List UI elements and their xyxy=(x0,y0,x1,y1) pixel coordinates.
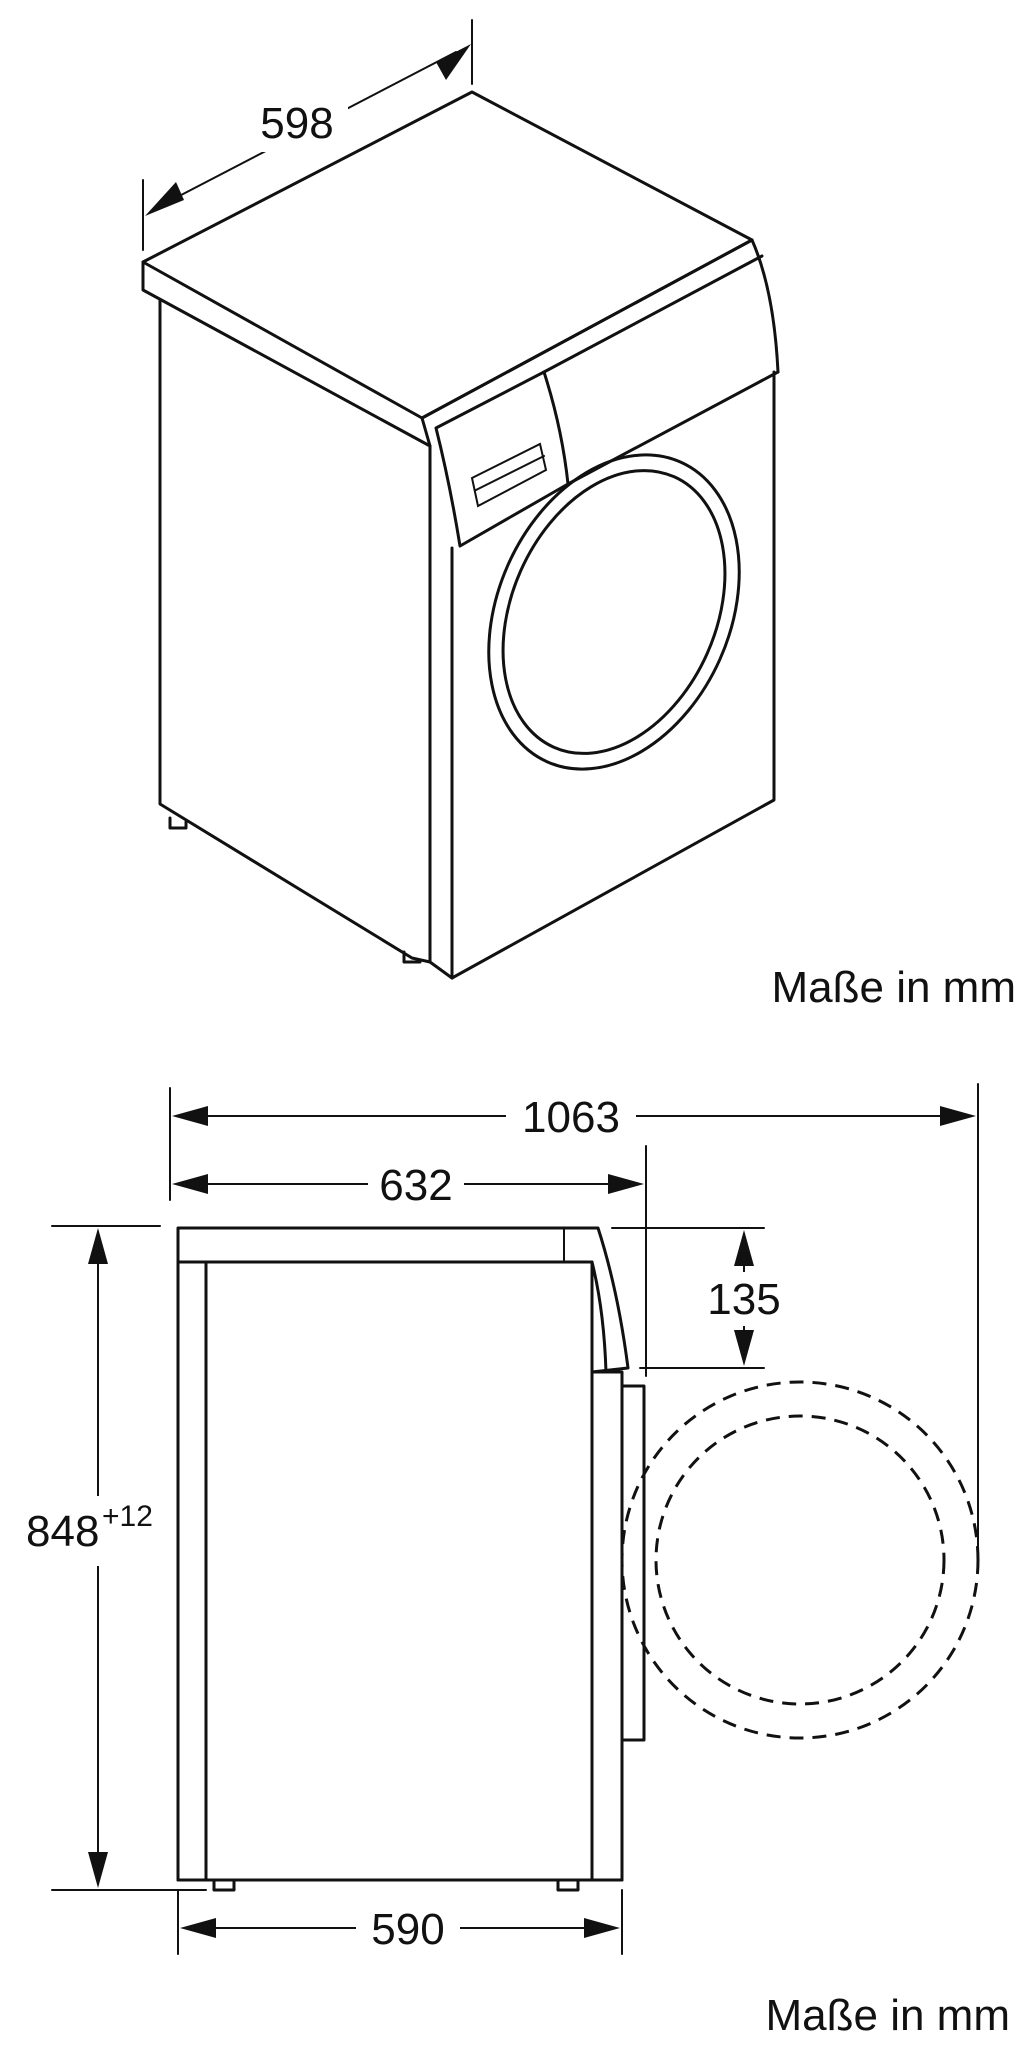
label-590-bg xyxy=(356,1900,460,1956)
dim-depth: 632 xyxy=(172,1145,647,1377)
depth-label: 632 xyxy=(379,1161,452,1210)
arrow-1063-right xyxy=(940,1106,976,1126)
iso-top-edge-left xyxy=(141,260,432,448)
side-worktop-curve-inner xyxy=(590,1260,608,1374)
iso-foot-front xyxy=(402,950,422,964)
arrow-1063-left xyxy=(172,1106,208,1126)
iso-top xyxy=(141,90,754,420)
height-label-group: 848 xyxy=(26,1507,99,1556)
label-632-bg xyxy=(368,1156,464,1212)
side-foot-front xyxy=(556,1878,580,1892)
side-worktop xyxy=(176,1226,630,1374)
side-foot-back xyxy=(212,1878,236,1892)
arrow-848-bottom xyxy=(88,1852,108,1888)
height-tolerance-label: +12 xyxy=(102,1500,153,1533)
iso-left-side xyxy=(158,298,432,964)
iso-top-corner xyxy=(420,416,432,448)
iso-front-bottom-right xyxy=(450,370,776,980)
label-848-bg xyxy=(22,1496,172,1566)
height-label: 848 xyxy=(26,1507,99,1556)
iso-door-inner xyxy=(501,469,727,755)
side-door-profile xyxy=(620,1384,646,1742)
dim-base-depth: 590 xyxy=(177,1889,623,1956)
door-swing-outer xyxy=(620,1380,980,1740)
side-view-machine xyxy=(176,1226,980,1892)
dim-top-offset: 135 xyxy=(611,1227,786,1369)
side-body-front xyxy=(590,1370,624,1882)
arrow-632-left xyxy=(172,1174,208,1194)
arrow-590-right xyxy=(584,1918,620,1938)
arrow-135-bottom xyxy=(734,1330,754,1366)
iso-arrow-right xyxy=(436,44,471,80)
iso-caption: Maße in mm xyxy=(772,963,1016,1012)
iso-width-label: 598 xyxy=(260,99,333,148)
base-depth-label: 590 xyxy=(371,1905,444,1954)
iso-foot-left xyxy=(168,816,188,830)
iso-program-display xyxy=(470,442,548,508)
top-offset-label: 135 xyxy=(707,1275,780,1324)
dim-height: 848 +12 xyxy=(22,1225,207,1891)
iso-base-joint xyxy=(428,960,454,980)
side-caption: Maße in mm xyxy=(766,1991,1010,2040)
door-swing-inner xyxy=(654,1414,946,1706)
iso-arrow-left xyxy=(145,182,184,216)
iso-panel-top xyxy=(542,254,764,374)
iso-label-bg xyxy=(252,96,348,152)
total-depth-label: 1063 xyxy=(522,1093,620,1142)
arrow-632-right xyxy=(608,1174,644,1194)
iso-top-front-curve xyxy=(750,238,780,374)
label-1063-bg xyxy=(506,1088,636,1144)
iso-display-line xyxy=(475,455,545,491)
label-135-bg xyxy=(702,1272,786,1326)
iso-top-front-edge xyxy=(420,238,754,420)
arrow-848-top xyxy=(88,1228,108,1264)
arrow-590-left xyxy=(180,1918,216,1938)
dim-total-depth: 1063 xyxy=(169,1083,979,1557)
iso-door-outer xyxy=(487,453,741,771)
isometric-machine: 598 xyxy=(141,19,780,980)
arrow-135-top xyxy=(734,1230,754,1266)
